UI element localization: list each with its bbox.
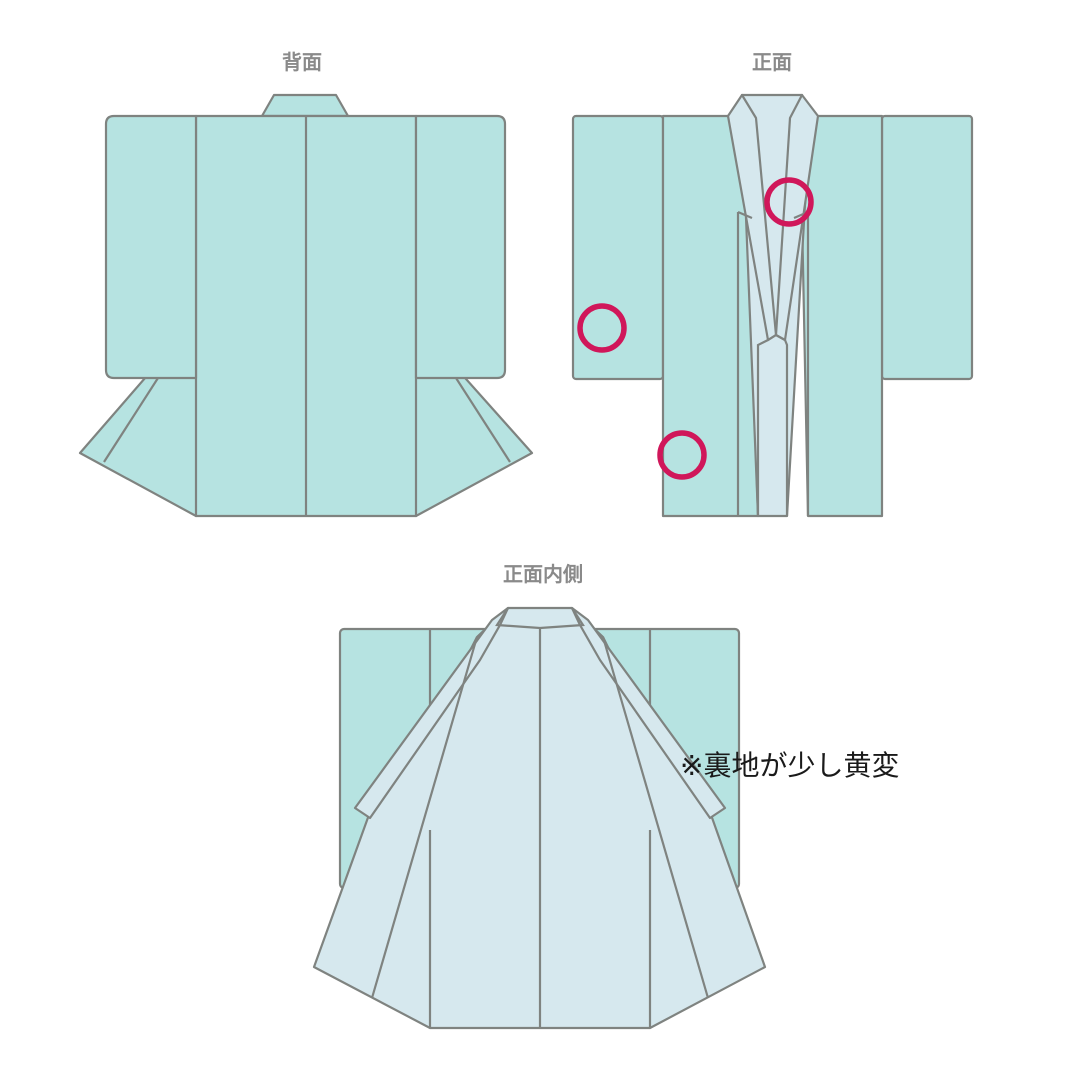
front-right-sleeve (880, 114, 974, 381)
front-view (571, 93, 974, 518)
back-view (78, 93, 534, 518)
back-right-gusset (408, 368, 534, 518)
stain-marker-front-hem (657, 430, 707, 480)
inside-view (312, 606, 767, 1030)
lining-yellowing-note: ※裏地が少し黄変 (680, 749, 900, 782)
back-right-sleeve (414, 114, 507, 380)
back-left-gusset (78, 368, 202, 518)
front-right-panel (798, 114, 884, 518)
back-left-sleeve (104, 114, 198, 380)
stain-marker-front-sleeve (577, 303, 627, 353)
stain-marker-front-collar (764, 177, 814, 227)
back-view-label: 背面 (282, 50, 322, 74)
front-view-label: 正面 (752, 50, 792, 74)
back-collar (260, 93, 350, 118)
inside-view-label: 正面内側 (503, 562, 583, 586)
